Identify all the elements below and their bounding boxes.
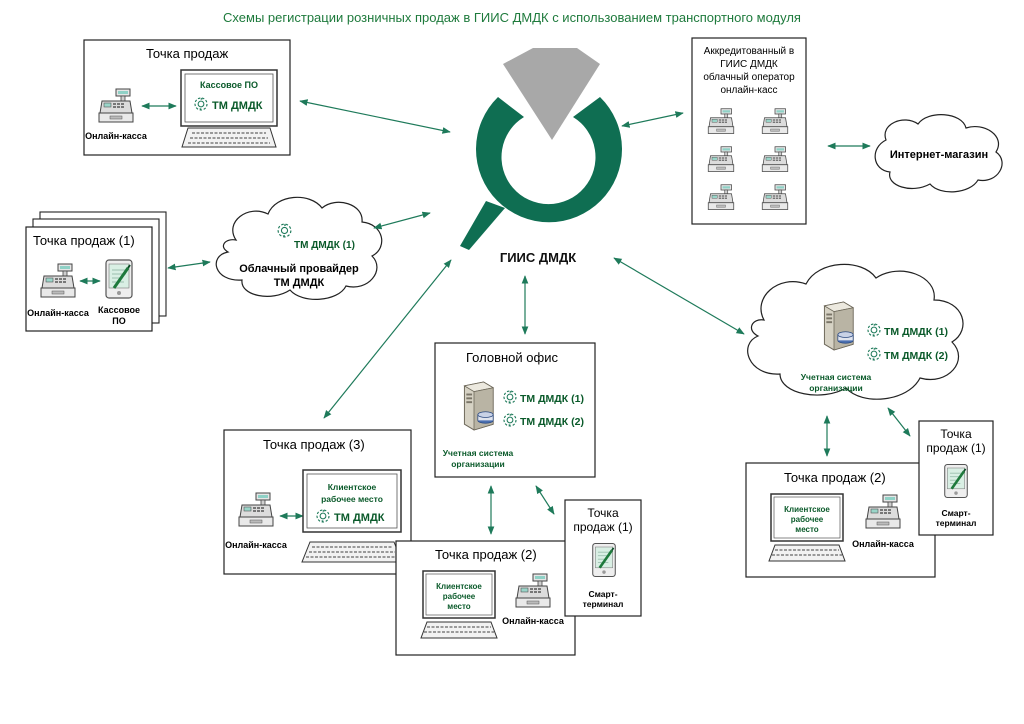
smart-terminal-icon [104, 258, 134, 300]
accounting-system-label-1: Учетная система [443, 448, 514, 458]
cash-register-label: Онлайн-касса [502, 616, 565, 626]
head-office-title: Головной офис [466, 350, 558, 365]
pos-mid-left-title: Точка продаж (1) [33, 233, 135, 248]
screen-line2: рабочее [791, 515, 824, 524]
cash-register-label: Онлайн-касса [27, 308, 90, 318]
arrow-pos-top-left [299, 99, 451, 134]
screen-line1: Клиентское [436, 582, 482, 591]
internet-shop-label: Интернет-магазин [890, 149, 988, 161]
head-office-frame [434, 342, 596, 478]
cloud-operator: Аккредитованный в ГИИС ДМДК облачный опе… [691, 37, 807, 225]
pos-1-center-title-2: продаж (1) [573, 520, 632, 534]
arrow-pos-mid-left [167, 259, 211, 271]
diamond-icon [503, 48, 600, 140]
screen-line2: рабочее место [321, 494, 383, 504]
arrow-cloud-org [613, 257, 745, 335]
cloud-operator-line2: ГИИС ДМДК [720, 59, 778, 70]
cloud-operator-line3: облачный оператор [703, 71, 795, 83]
pos-2-center: Точка продаж (2) Клиентское рабочее мест… [395, 540, 576, 656]
internet-shop: Интернет-магазин [874, 114, 1003, 193]
device-label-2: терминал [583, 599, 624, 609]
diagram-title: Схемы регистрации розничных продаж в ГИИ… [223, 10, 801, 25]
tm-label: ТМ ДМДК (1) [294, 240, 355, 251]
screen-line2: рабочее [443, 592, 476, 601]
cloud-organization: ТМ ДМДК (1) ТМ ДМДК (2) Учетная система … [747, 263, 964, 400]
cloud-shape [874, 114, 1003, 193]
arrow-cloud-operator [621, 111, 684, 128]
screen-line3: место [795, 525, 819, 534]
smart-terminal-icon [943, 463, 969, 499]
cash-register-label: Онлайн-касса [85, 131, 148, 141]
pos-1-center-title-1: Точка [587, 506, 619, 520]
pos-3: Точка продаж (3) Онлайн-касса Клиентское… [223, 429, 412, 575]
accounting-system-label-1: Учетная система [801, 372, 872, 382]
pos-top-left-title: Точка продаж [146, 46, 228, 61]
logo-handle [460, 201, 505, 250]
server-icon [823, 301, 854, 351]
screen-line1: Клиентское [784, 505, 830, 514]
keyboard [420, 621, 498, 639]
cloud-operator-line1: Аккредитованный в [704, 46, 794, 57]
tm-label: ТМ ДМДК [212, 100, 263, 112]
giis-dmdk-logo [460, 48, 622, 250]
pos-1-right-title-2: продаж (1) [926, 441, 985, 455]
giis-dmdk-label: ГИИС ДМДК [500, 250, 576, 265]
pos-1-right-title-1: Точка [940, 427, 972, 441]
tm-label-2: ТМ ДМДК (2) [520, 416, 584, 428]
pos-2-right: Точка продаж (2) Клиентское рабочее мест… [745, 462, 936, 578]
accounting-system-label-2: организации [451, 459, 505, 469]
pos-2-right-title: Точка продаж (2) [784, 470, 886, 485]
cloud-shape [747, 263, 964, 400]
smart-terminal-icon [591, 542, 617, 578]
screen-line1: Клиентское [328, 482, 377, 492]
pos-3-title: Точка продаж (3) [263, 437, 365, 452]
pos-mid-left: Точка продаж (1) Онлайн-касса Кассовое П… [25, 211, 167, 332]
tm-label: ТМ ДМДК [334, 512, 385, 524]
tm-label-2: ТМ ДМДК (2) [884, 350, 948, 362]
pos-1-center: Точка продаж (1) Смарт- терминал [564, 499, 642, 617]
screen-title: Кассовое ПО [200, 80, 258, 90]
device-label-1: Смарт- [588, 589, 617, 599]
keyboard [768, 544, 846, 562]
arrow-cloud-provider [373, 211, 431, 230]
cloud-operator-line4: онлайн-касс [720, 85, 777, 96]
connectors [167, 99, 911, 535]
arrow-head-office-pos1 [535, 485, 555, 515]
cash-register-label: Онлайн-касса [225, 540, 288, 550]
pos-1-right: Точка продаж (1) Смарт- терминал [918, 420, 994, 536]
cloud-provider-line2: ТМ ДМДК [274, 277, 325, 289]
device-label-1: Смарт- [941, 508, 970, 518]
pos-top-left: Точка продаж Онлайн-касса Кассовое ПО ТМ… [83, 39, 291, 156]
pos-2-center-title: Точка продаж (2) [435, 547, 537, 562]
tm-label-1: ТМ ДМДК (1) [520, 393, 584, 405]
cash-register-label: Онлайн-касса [852, 539, 915, 549]
tm-label-1: ТМ ДМДК (1) [884, 326, 948, 338]
arrow-pos-3 [323, 259, 452, 419]
device-label-2: терминал [936, 518, 977, 528]
server-icon [463, 381, 494, 431]
pos-software-label-1: Кассовое [98, 305, 140, 315]
cloud-provider: ТМ ДМДК (1) Облачный провайдер ТМ ДМДК [215, 196, 383, 300]
arrow-cloud-org-pos1 [887, 407, 911, 437]
pos-software-label-2: ПО [112, 316, 125, 326]
head-office: Головной офис ТМ ДМДК (1) ТМ ДМДК (2) Уч… [434, 342, 596, 478]
cloud-provider-line1: Облачный провайдер [239, 263, 359, 275]
accounting-system-label-2: организации [809, 383, 863, 393]
screen-line3: место [447, 602, 471, 611]
logo-ring [476, 97, 622, 223]
